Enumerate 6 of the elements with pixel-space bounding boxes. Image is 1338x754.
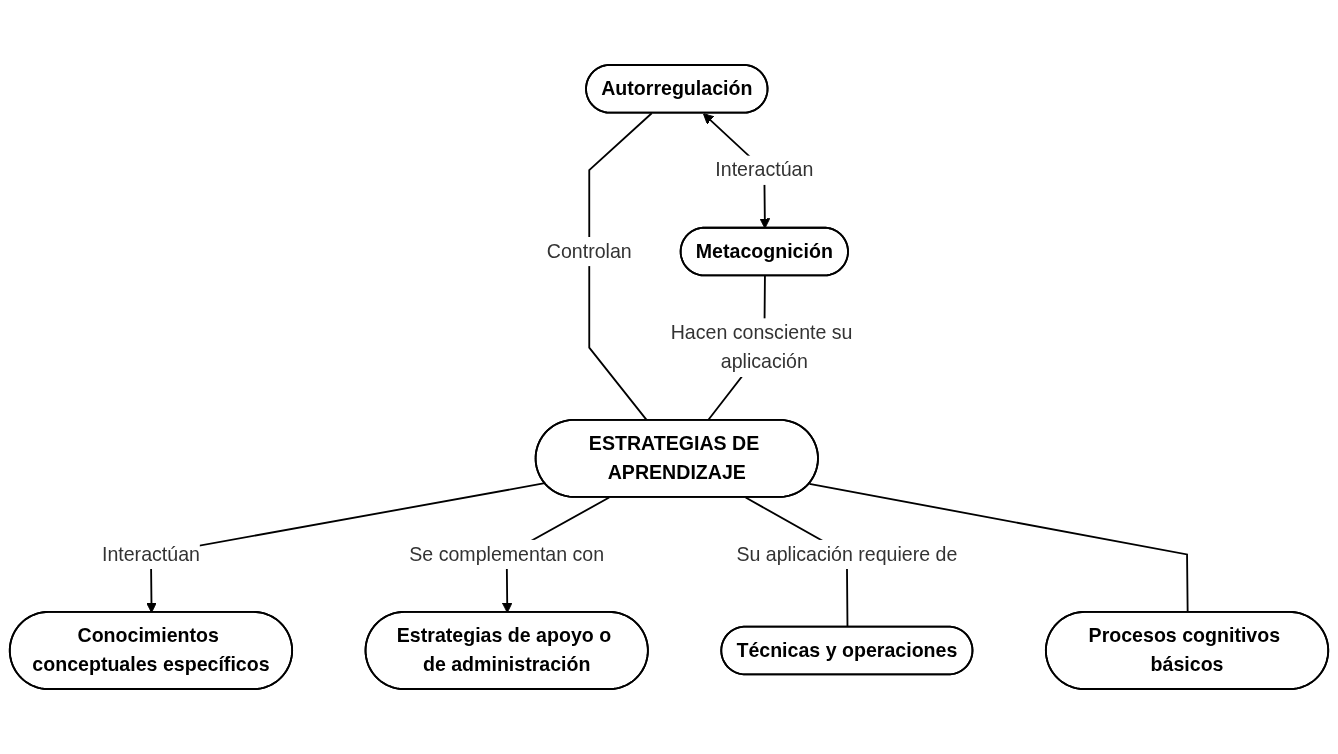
edge-label: Hacen consciente su aplicación xyxy=(670,321,853,373)
edge-label: Su aplicación requiere de xyxy=(736,543,958,565)
edge-label: Se complementan con xyxy=(409,543,605,565)
edge-label: Interactúan xyxy=(715,159,814,180)
edge-label: Interactúan xyxy=(101,543,200,565)
edge-label: Controlan xyxy=(546,240,632,262)
